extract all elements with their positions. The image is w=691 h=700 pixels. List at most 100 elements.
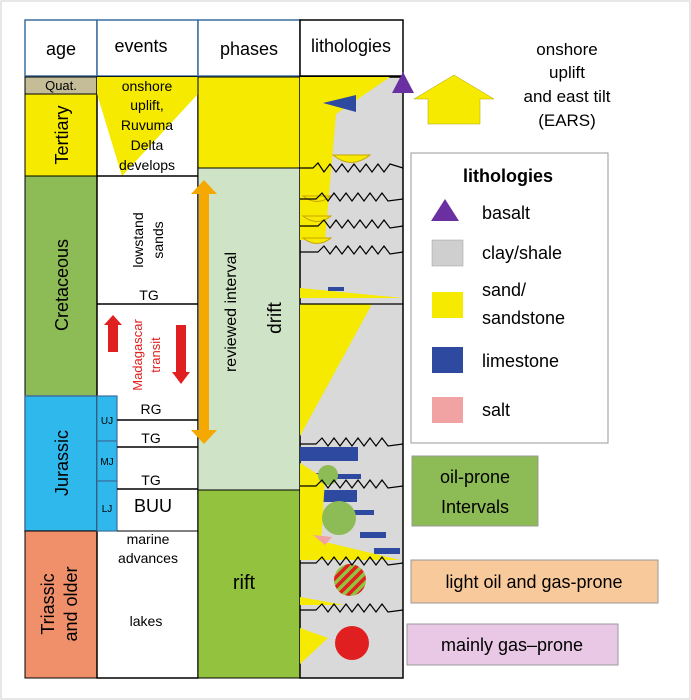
uplift-label-line1: onshore [536,40,597,59]
lithologies-header-box [299,19,404,77]
legend-sand-label-line2: sandstone [482,308,565,328]
litho-sand-lens-1 [331,154,372,163]
litho-boundary-1 [300,162,404,174]
uplift-label-line4: (EARS) [538,111,596,130]
events-tertiary-line3: Ruvuma [121,117,173,133]
uplift-label-line2: uplift [549,63,585,82]
legend-salt-label: salt [482,400,510,420]
legend-clay-swatch [431,239,464,267]
litho-salt-patch [313,535,332,545]
litho-boundary-9 [300,603,404,613]
litho-boundary-7 [300,479,404,489]
litho-boundary-2 [300,192,404,202]
tertiary-label: Tertiary [52,105,72,164]
litho-limestone-j7 [374,548,400,554]
lithology-legend: lithologies basalt clay/shale sand/ sand… [410,152,609,444]
phase-tertiary-band [197,76,301,169]
quat-label: Quat. [45,78,77,93]
legend-sand-label-line1: sand/ [482,280,526,300]
legend-basalt-label: basalt [482,203,530,223]
uplift-label-line3: and east tilt [524,87,611,106]
legend-title: lithologies [463,166,553,186]
litho-sand-wedge-mid-1 [300,288,403,298]
mj-label: MJ [100,457,113,468]
litho-sand-wedge-mid-2 [300,304,372,436]
litho-boundary-4 [300,245,404,255]
legend-sand-swatch [432,292,463,318]
litho-boundary-3 [300,219,404,229]
oil-prone-circle-1 [318,465,338,485]
litho-limestone-top [323,95,356,112]
events-tertiary-line1: onshore [122,78,173,94]
madagascar-arrow-down [172,325,190,384]
events-column: events onshore uplift, Ruvuma Delta deve… [96,19,199,679]
interval-legend: oil-prone Intervals light oil and gas-pr… [406,455,659,666]
events-tg-1: TG [139,287,158,303]
lj-box [96,480,118,532]
drift-label: drift [265,301,286,333]
events-buu: BUU [134,496,172,516]
uplift-callout: onshore uplift and east tilt (EARS) [413,40,611,130]
litho-limestone-mid [328,287,344,291]
uj-label: UJ [101,416,113,427]
events-header: events [114,36,167,56]
litho-limestone-j1 [300,447,358,461]
light-oil-label: light oil and gas-prone [445,572,622,592]
madagascar-label-line2: transit [148,337,163,373]
light-oil-circle [334,564,366,596]
reviewed-interval-arrow [191,180,217,444]
cretaceous-band [24,175,98,397]
litho-sand-lens-4 [301,237,333,244]
legend-salt-swatch [432,397,463,423]
cretaceous-label: Cretaceous [52,239,72,331]
legend-limestone-label: limestone [482,351,559,371]
basalt-triangle [392,72,414,93]
lithologies-header: lithologies [311,36,391,56]
phases-header: phases [220,39,278,59]
events-tertiary-line2: uplift, [130,97,163,113]
events-tg-3: TG [141,472,160,488]
age-column: age Quat. Tertiary Cretaceous Jurassic T… [24,19,98,679]
events-tg-2: TG [141,430,160,446]
gas-prone-box [406,623,619,666]
litho-boundary-8 [300,556,404,566]
reviewed-interval-label: reviewed interval [223,252,240,372]
litho-sand-wedge-rift-2 [300,628,328,664]
phase-drift-band [197,167,301,491]
light-oil-box [410,559,659,604]
litho-limestone-j6 [360,532,386,538]
oil-prone-box [411,455,539,527]
events-lakes: lakes [130,613,163,629]
rift-label: rift [233,572,256,594]
gas-prone-circle [335,626,369,660]
age-header: age [46,39,76,59]
legend-limestone-swatch [432,347,463,373]
madagascar-label-line1: Madagascar [130,319,145,391]
triassic-band [24,530,98,679]
tertiary-sand-wedge [97,77,198,176]
events-marine-line2: advances [118,550,178,566]
litho-limestone-j5 [348,510,374,515]
litho-limestone-j4 [322,490,357,502]
oil-prone-label-line1: oil-prone [440,467,510,487]
events-marine-line1: marine [127,531,170,547]
phases-header-box [197,19,301,77]
tertiary-band [24,93,98,177]
events-tertiary-line4: Delta [131,137,164,153]
oil-prone-label-line2: Intervals [441,497,509,517]
events-lowstand-line2: sands [150,221,166,258]
triassic-label-line2: and older [61,566,81,641]
madagascar-arrow-up [104,315,122,352]
events-tertiary-line5: develops [119,157,175,173]
uplift-arrow [413,74,495,125]
phase-rift-band [197,489,301,679]
gas-prone-label: mainly gas–prone [441,635,583,655]
legend-basalt-swatch [431,199,459,221]
events-rg: RG [141,401,162,417]
litho-sand-wedge-rift-1 [300,597,344,605]
events-lowstand-line1: lowstand [130,212,146,267]
triassic-label-line1: Triassic [38,573,58,634]
jurassic-label: Jurassic [52,430,72,496]
lj-label: LJ [102,504,113,515]
